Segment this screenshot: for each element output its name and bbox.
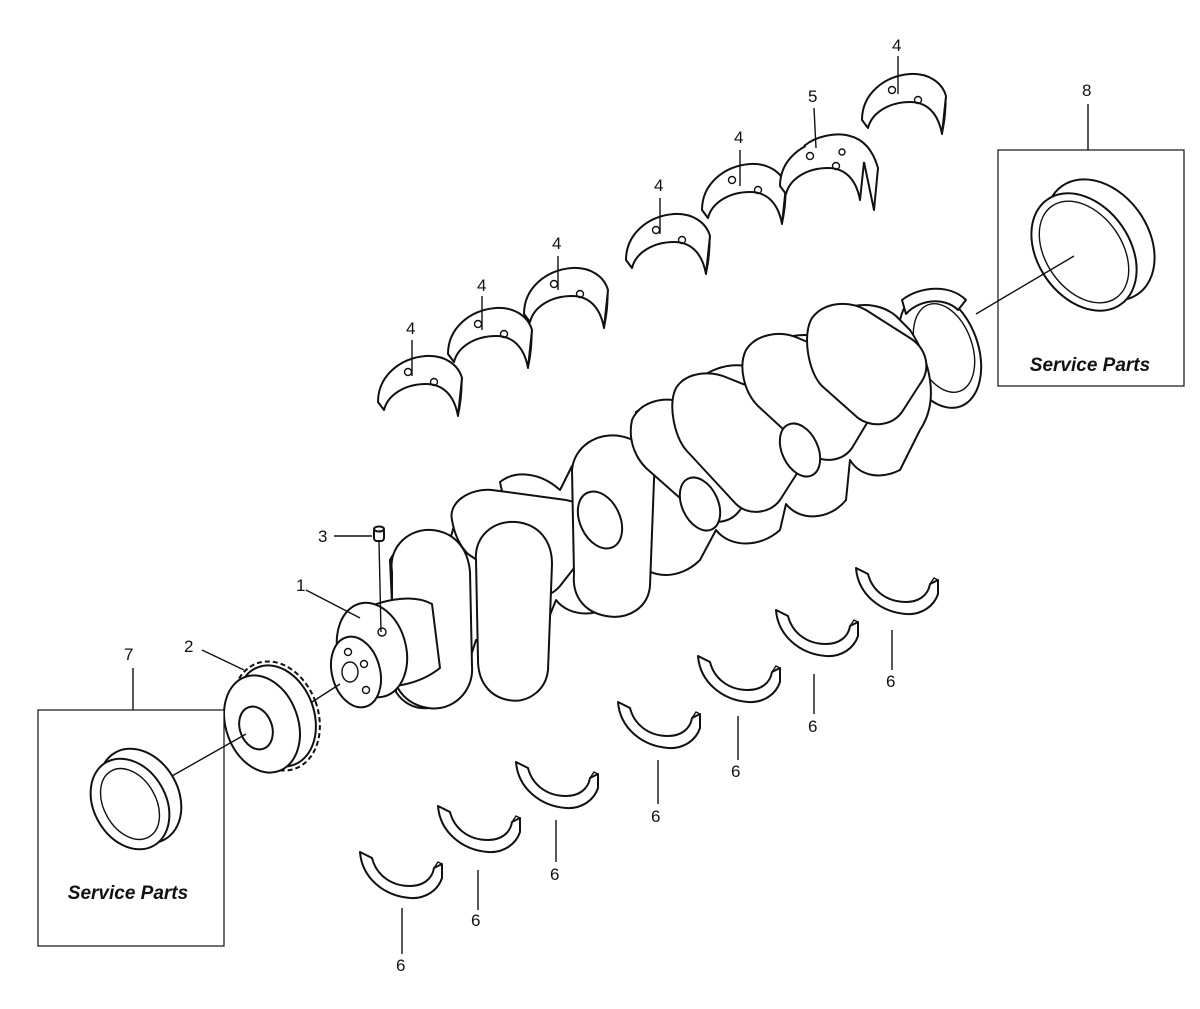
- dowel-pin: [373, 525, 385, 633]
- callout-6: 6: [550, 865, 559, 884]
- callout-6: 6: [396, 956, 405, 975]
- callout-4: 4: [406, 319, 415, 338]
- callout-8: 8: [1082, 81, 1091, 100]
- upper-bearing-shell: [523, 266, 609, 329]
- callout-6: 6: [651, 807, 660, 826]
- callout-6: 6: [471, 911, 480, 930]
- callout-3: 3: [318, 527, 327, 546]
- callout-labels: 1 2 3 4 4 4 4 4 5 4 8 7 6 6 6 6 6 6 6: [124, 36, 1091, 975]
- leader-lines: [132, 56, 1089, 954]
- service-parts-box-8: Service Parts: [997, 149, 1185, 387]
- lower-bearing-shell: [515, 761, 599, 810]
- callout-5: 5: [808, 87, 817, 106]
- callout-4: 4: [892, 36, 901, 55]
- flange-sleeve: [1030, 178, 1156, 312]
- upper-bearing-shell: [625, 212, 711, 275]
- crankshaft: [330, 287, 983, 710]
- upper-bearing-shell: [377, 354, 463, 417]
- callout-6: 6: [731, 762, 740, 781]
- lower-bearing-shell: [697, 655, 781, 704]
- callout-4: 4: [654, 176, 663, 195]
- callout-2: 2: [184, 637, 193, 656]
- thrust-bearing-shell: [779, 133, 879, 211]
- upper-bearing-shell: [447, 306, 533, 369]
- callout-7: 7: [124, 645, 133, 664]
- upper-bearing-shell: [861, 72, 947, 135]
- lower-bearing-shell: [775, 609, 859, 658]
- callout-6: 6: [886, 672, 895, 691]
- lower-bearing-shell: [437, 805, 521, 854]
- service-parts-label-8: Service Parts: [1030, 355, 1150, 376]
- service-parts-box-7: Service Parts: [37, 709, 225, 947]
- callout-4: 4: [477, 276, 486, 295]
- gear-sleeve: [89, 747, 183, 851]
- service-parts-label-7: Service Parts: [68, 883, 188, 904]
- upper-bearing-shells: [377, 72, 947, 417]
- crankshaft-gear: [223, 660, 321, 774]
- callout-4: 4: [552, 234, 561, 253]
- callout-1: 1: [296, 576, 305, 595]
- callout-6: 6: [808, 717, 817, 736]
- lower-bearing-shell: [855, 567, 939, 616]
- upper-bearing-shell: [701, 162, 787, 225]
- lower-bearing-shell: [617, 701, 701, 750]
- callout-4: 4: [734, 128, 743, 147]
- lower-bearing-shell: [359, 851, 443, 900]
